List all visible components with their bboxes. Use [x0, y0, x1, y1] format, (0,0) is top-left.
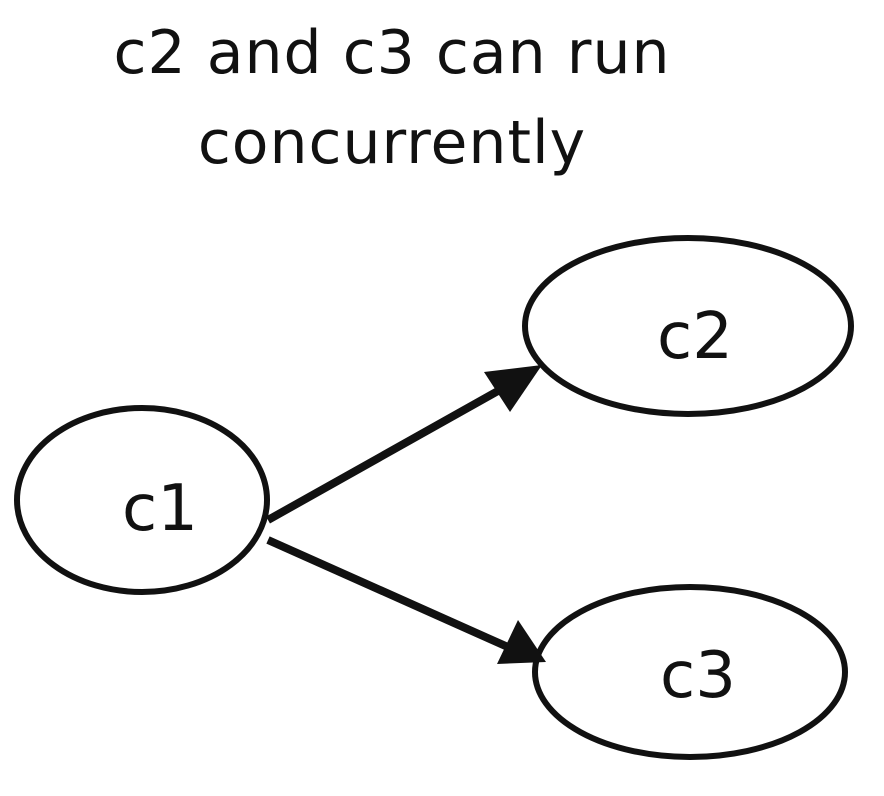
diagram-title-line2: concurrently — [197, 108, 587, 178]
arrowhead-icon — [484, 365, 542, 412]
diagram-title-line1: c2 and c3 can run — [113, 18, 671, 88]
node-c3-label: c3 — [660, 639, 736, 713]
edge-c1-c3 — [266, 536, 546, 664]
edge-c1-c2 — [266, 365, 542, 524]
node-c1: c1 — [14, 405, 270, 595]
arrowhead-icon — [497, 620, 546, 664]
node-c2: c2 — [522, 235, 854, 417]
node-c1-label: c1 — [122, 472, 198, 546]
node-c2-label: c2 — [657, 300, 733, 374]
node-c3: c3 — [532, 584, 848, 760]
